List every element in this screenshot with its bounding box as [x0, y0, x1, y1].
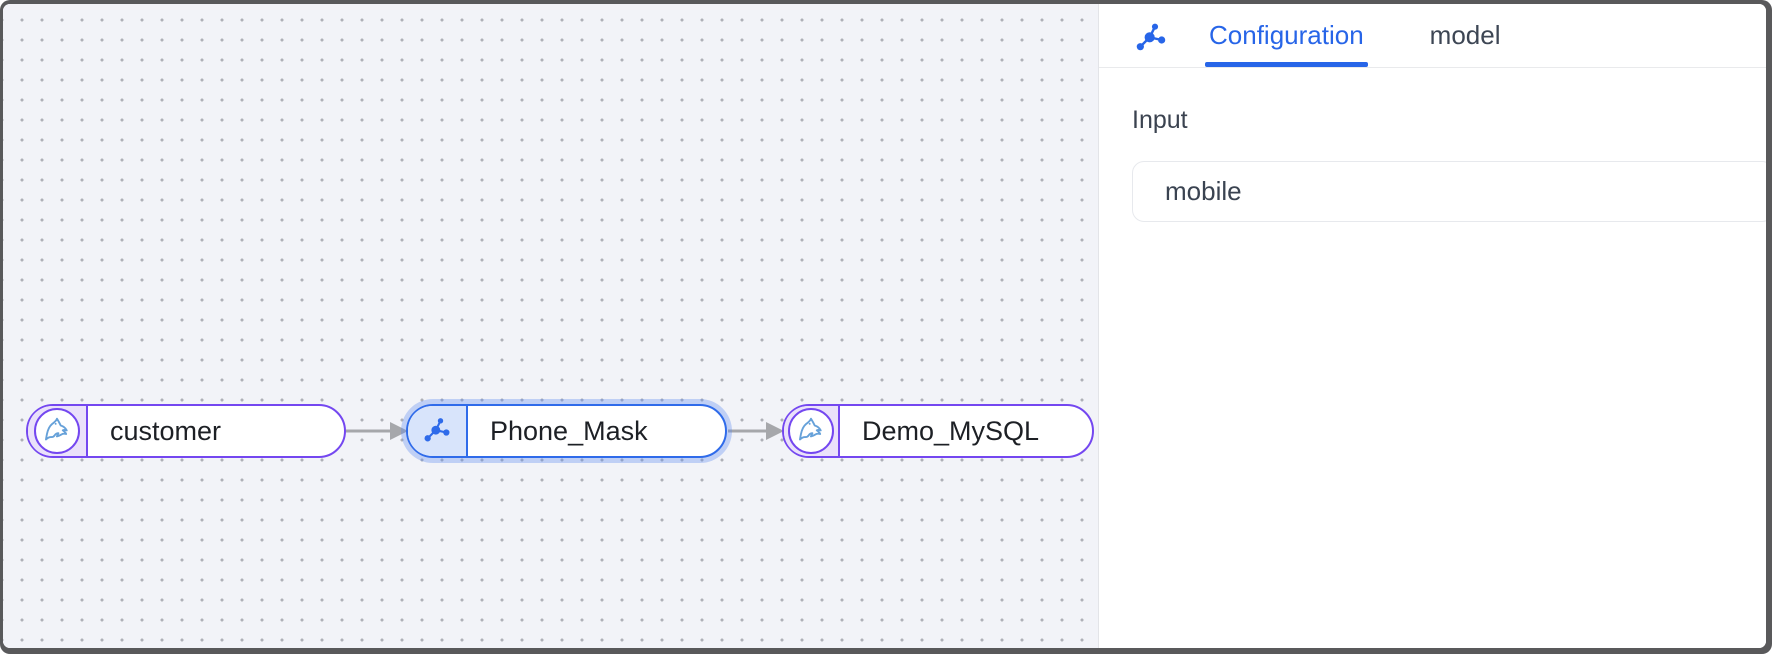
node-label: Demo_MySQL: [862, 415, 1040, 446]
node-label: customer: [110, 415, 222, 446]
node-phone-mask[interactable]: Phone_Mask: [406, 404, 727, 458]
node-icon-section: [28, 406, 88, 456]
cluster-icon: [1135, 20, 1167, 52]
flow-edges: [346, 422, 784, 440]
active-tab-underline: [1205, 62, 1368, 67]
node-demo-mysql[interactable]: Demo_MySQL: [782, 404, 1094, 458]
mysql-dolphin-icon: [788, 408, 834, 454]
node-label: Phone_Mask: [490, 415, 648, 446]
panel-content: Input: [1099, 68, 1766, 222]
input-field-label: Input: [1132, 106, 1188, 134]
flow-canvas[interactable]: customer: [3, 4, 1098, 648]
node-icon-section: [408, 406, 468, 456]
edge-phone-mask-to-demo-mysql: [728, 422, 784, 440]
tab-label: model: [1429, 20, 1501, 50]
tab-configuration[interactable]: Configuration: [1205, 4, 1368, 67]
node-customer[interactable]: customer: [26, 404, 346, 458]
mysql-dolphin-icon: [34, 408, 80, 454]
edge-customer-to-phone-mask: [346, 422, 408, 440]
input-field[interactable]: [1132, 161, 1766, 222]
panel-header: Configuration model: [1099, 4, 1766, 68]
cluster-icon: [423, 415, 451, 448]
node-icon-section: [784, 406, 840, 456]
tab-label: Configuration: [1209, 20, 1364, 50]
config-panel: Configuration model Input: [1098, 4, 1766, 648]
tab-model[interactable]: model: [1430, 4, 1501, 67]
